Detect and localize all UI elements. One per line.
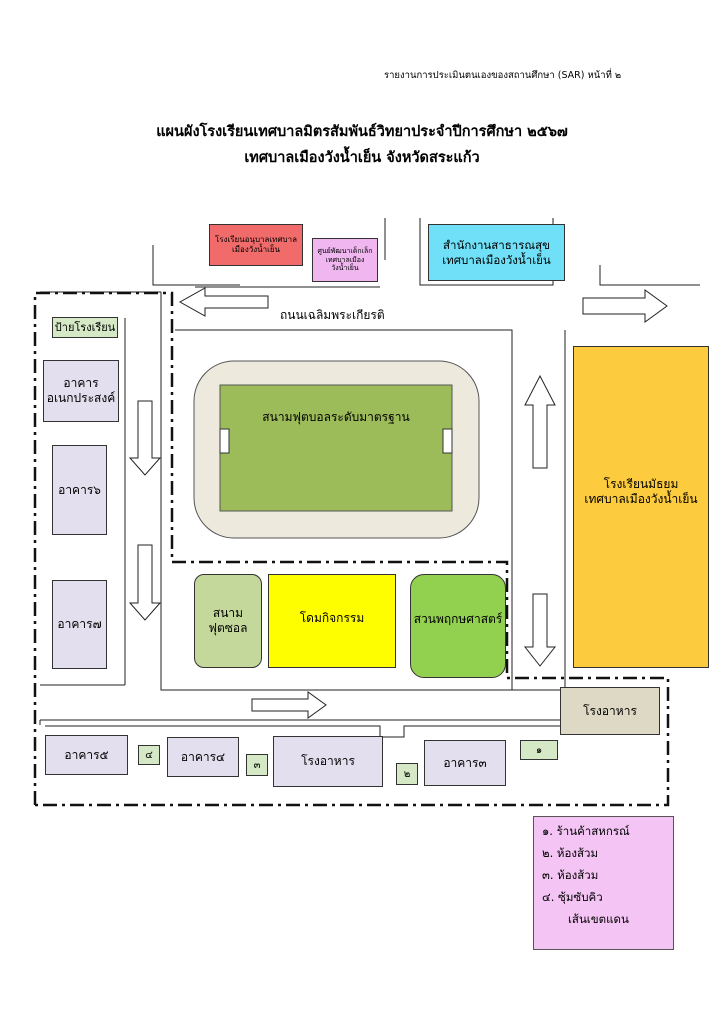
boundary-line xyxy=(33,291,670,807)
secondary-school-line2: เทศบาลเมืองวังน้ำเย็น xyxy=(584,492,698,506)
arrow-up-right xyxy=(524,374,556,469)
page-subtitle: เทศบาลเมืองวังน้ำเย็น จังหวัดสระแก้ว xyxy=(244,150,480,166)
building-4: อาคาร๔ xyxy=(167,737,239,777)
goal-left xyxy=(219,428,230,454)
multipurpose-building: อาคารอเนกประสงค์ xyxy=(43,360,119,422)
school-sign: ป้ายโรงเรียน xyxy=(52,317,118,338)
report-page-note: รายงานการประเมินตนเองของสถานศึกษา (SAR) … xyxy=(384,70,622,81)
building-6: อาคาร๖ xyxy=(52,445,107,535)
child-development-center: ศูนย์พัฒนาเด็กเล็กเทศบาลเมืองวังน้ำเย็น xyxy=(312,238,378,282)
arrow-right-bottom xyxy=(251,691,327,719)
legend-item-4: ๔. ซุ้มซับคิว xyxy=(542,890,603,904)
botanical-garden: สวนพฤกษศาสตร์ xyxy=(410,574,506,678)
arrow-down-right xyxy=(523,593,557,667)
marker-4: ๔ xyxy=(138,745,160,765)
building-3: อาคาร๓ xyxy=(424,740,506,786)
goal-right xyxy=(442,428,453,454)
secondary-school: โรงเรียนมัธยม เทศบาลเมืองวังน้ำเย็น xyxy=(573,346,709,668)
building-5: อาคาร๕ xyxy=(45,735,128,775)
bottom-road-line xyxy=(45,725,568,738)
marker-1: ๑ xyxy=(520,740,558,760)
legend-item-2: ๒. ห้องส้วม xyxy=(542,846,599,860)
campus-inner-boundary xyxy=(175,329,513,665)
futsal-label-line1: สนาม xyxy=(212,606,244,620)
road-edge-top-left xyxy=(152,245,240,286)
building-7: อาคาร๗ xyxy=(52,580,107,669)
health-office: สำนักงานสาธารณสุขเทศบาลเมืองวังน้ำเย็น xyxy=(428,224,565,281)
legend-boundary-label: เส้นเขตแดน xyxy=(568,912,629,926)
marker-2: ๒ xyxy=(396,763,418,785)
inner-road-left xyxy=(160,292,513,691)
secondary-school-line1: โรงเรียนมัธยม xyxy=(603,477,679,491)
arrow-left-road xyxy=(178,287,269,317)
legend-item-3: ๓. ห้องส้วม xyxy=(542,868,599,882)
canteen-right: โรงอาหาร xyxy=(560,687,660,735)
page-title: แผนผังโรงเรียนเทศบาลมิตรสัมพันธ์วิทยาประ… xyxy=(156,124,568,140)
arrow-down-left-2 xyxy=(128,544,162,621)
futsal-label-line2: ฟุตซอล xyxy=(208,621,248,635)
road-label: ถนนเฉลิมพระเกียรติ xyxy=(280,308,385,322)
kindergarten-school: โรงเรียนอนุบาลเทศบาลเมืองวังน้ำเย็น xyxy=(209,224,303,266)
futsal-court: สนาม ฟุตซอล xyxy=(194,574,262,668)
canteen-bottom: โรงอาหาร xyxy=(273,736,383,787)
activity-dome: โดมกิจกรรม xyxy=(268,574,396,668)
football-pitch xyxy=(219,384,453,512)
legend-box: ๑. ร้านค้าสหกรณ์ ๒. ห้องส้วม ๓. ห้องส้วม… xyxy=(533,816,674,950)
road-edge-far-right xyxy=(599,265,700,286)
arrow-down-left-1 xyxy=(128,400,162,476)
arrow-right-road xyxy=(582,289,668,323)
football-field-label: สนามฟุตบอลระดับมาตรฐาน xyxy=(262,410,410,424)
legend-item-1: ๑. ร้านค้าสหกรณ์ xyxy=(542,824,630,838)
marker-3: ๓ xyxy=(246,754,268,776)
